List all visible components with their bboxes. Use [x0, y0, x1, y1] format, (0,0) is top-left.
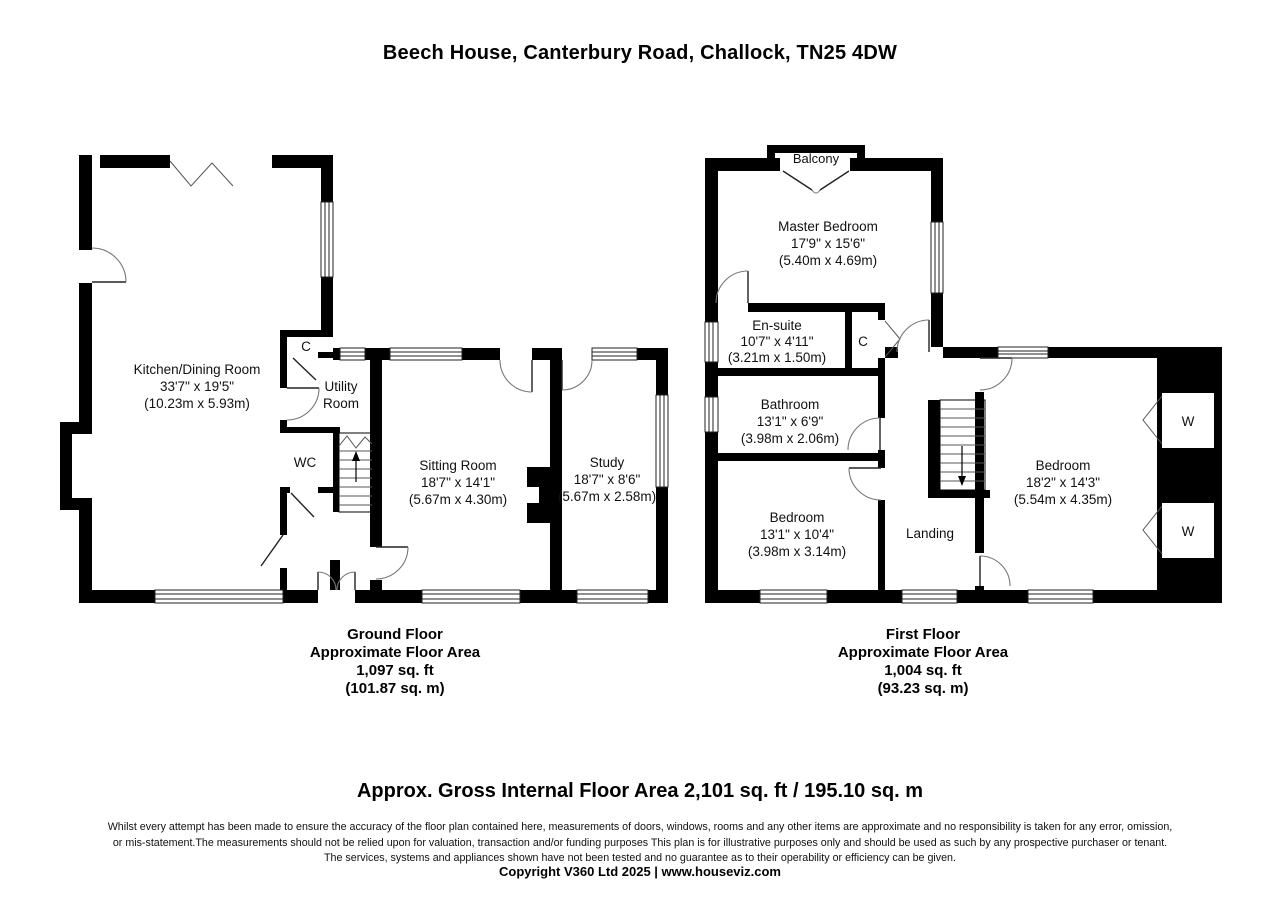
ensuite-dims-metric: (3.21m x 1.50m): [728, 350, 826, 365]
gross-internal-area: Approx. Gross Internal Floor Area 2,101 …: [356, 780, 924, 802]
first-floor-labels: Balcony Master Bedroom 17'9" x 15'6" (5.…: [728, 151, 1195, 559]
first-floor-area-m: (93.23 sq. m): [877, 680, 969, 697]
ground-floor-name: Ground Floor: [347, 626, 443, 643]
master-bedroom-dims-metric: (5.40m x 4.69m): [779, 253, 877, 268]
ground-floor-area-label: Approximate Floor Area: [309, 644, 481, 661]
copyright-text: Copyright V360 Ltd 2025 | www.houseviz.c…: [498, 864, 781, 879]
ground-floor-doors: [91, 247, 593, 591]
study-label: Study: [590, 455, 625, 470]
ground-floor-plan: Kitchen/Dining Room 33'7" x 19'5" (10.23…: [60, 155, 669, 604]
first-floor-stairs: [939, 399, 986, 491]
ground-floor-caption: Ground Floor Approximate Floor Area 1,09…: [235, 626, 555, 698]
cupboard-label: C: [301, 339, 311, 354]
disclaimer-line-3: The services, systems and appliances sho…: [324, 852, 956, 864]
open-plan-break-line: [169, 160, 234, 187]
first-floor-doors: [715, 170, 1163, 587]
bathroom-dims-metric: (3.98m x 2.06m): [741, 431, 839, 446]
ensuite-dims-imperial: 10'7" x 4'11": [740, 334, 813, 349]
small-bedroom-dims-metric: (3.98m x 3.14m): [748, 544, 846, 559]
wc-label: WC: [294, 455, 317, 470]
master-bedroom-label: Master Bedroom: [778, 219, 878, 234]
sitting-room-label: Sitting Room: [419, 458, 496, 473]
ground-floor-stairs: [338, 432, 373, 513]
first-floor-area-label: Approximate Floor Area: [837, 644, 1009, 661]
kitchen-dims-imperial: 33'7" x 19'5": [160, 379, 234, 394]
kitchen-dims-metric: (10.23m x 5.93m): [144, 396, 250, 411]
utility-room-label: Utility: [325, 379, 358, 394]
ground-floor-labels: Kitchen/Dining Room 33'7" x 19'5" (10.23…: [134, 339, 657, 507]
first-floor-caption: First Floor Approximate Floor Area 1,004…: [763, 626, 1083, 698]
disclaimer-line-2: or mis-statement.The measurements should…: [112, 836, 1168, 849]
study-dims-imperial: 18'7" x 8'6": [574, 472, 641, 487]
master-bedroom-dims-imperial: 17'9" x 15'6": [791, 236, 865, 251]
balcony-label: Balcony: [793, 151, 840, 166]
disclaimer-text: Whilst every attempt has been made to en…: [60, 820, 1220, 867]
bathroom-label: Bathroom: [761, 397, 820, 412]
disclaimer-line-1: Whilst every attempt has been made to en…: [107, 821, 1173, 833]
first-floor-cupboard-label: C: [858, 334, 868, 349]
study-dims-metric: (5.67m x 2.58m): [558, 489, 656, 504]
small-bedroom-label: Bedroom: [770, 510, 825, 525]
landing-label: Landing: [906, 526, 954, 541]
large-bedroom-dims-metric: (5.54m x 4.35m): [1014, 492, 1112, 507]
ground-floor-area-ft: 1,097 sq. ft: [356, 662, 434, 679]
ground-floor-windows: [154, 201, 669, 604]
small-bedroom-dims-imperial: 13'1" x 10'4": [760, 527, 834, 542]
ensuite-label: En-suite: [752, 318, 802, 333]
wardrobe-label-top: W: [1182, 414, 1195, 429]
first-floor-plan: Balcony Master Bedroom 17'9" x 15'6" (5.…: [704, 145, 1222, 604]
utility-room-label-line2: Room: [323, 396, 359, 411]
sitting-room-dims-metric: (5.67m x 4.30m): [409, 492, 507, 507]
large-bedroom-label: Bedroom: [1036, 458, 1091, 473]
bathroom-dims-imperial: 13'1" x 6'9": [757, 414, 824, 429]
page-title: Beech House, Canterbury Road, Challock, …: [382, 42, 898, 64]
first-floor-name: First Floor: [885, 626, 961, 643]
ground-floor-walls: [60, 155, 668, 603]
first-floor-area-ft: 1,004 sq. ft: [884, 662, 962, 679]
first-floor-windows: [704, 221, 1094, 604]
first-floor-walls: [705, 145, 1222, 603]
kitchen-label: Kitchen/Dining Room: [134, 362, 261, 377]
wardrobe-label-bottom: W: [1182, 524, 1195, 539]
large-bedroom-dims-imperial: 18'2" x 14'3": [1026, 475, 1100, 490]
sitting-room-dims-imperial: 18'7" x 14'1": [421, 475, 495, 490]
ground-floor-area-m: (101.87 sq. m): [345, 680, 445, 697]
